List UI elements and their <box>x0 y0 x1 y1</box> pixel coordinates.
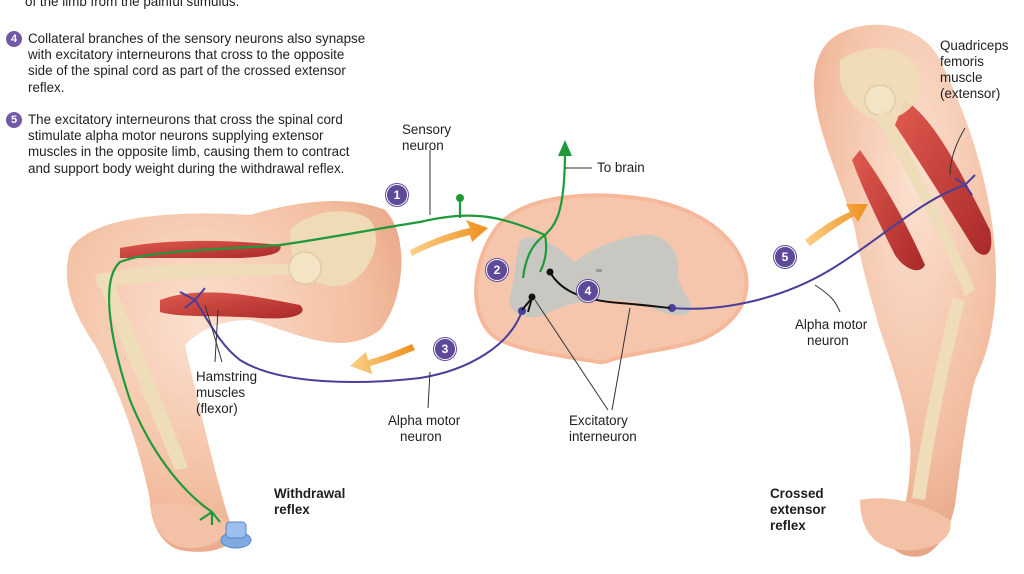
left-tibia <box>100 282 188 470</box>
note-4-badge: 4 <box>6 31 22 47</box>
spinal-cord <box>474 193 749 365</box>
right-hip-joint <box>864 84 896 116</box>
label-sensory-neuron-line1: Sensory <box>402 122 452 137</box>
label-withdrawal-reflex: Withdrawal reflex <box>274 486 345 518</box>
leader-quad <box>949 127 966 176</box>
label-quad-line1: Quadriceps <box>940 38 1009 53</box>
label-withdrawal-line1: Withdrawal <box>274 486 346 501</box>
label-amn-right-line1: Alpha motor <box>795 317 868 332</box>
sensory-receptor-fork <box>199 511 221 525</box>
label-exc-line1: Excitatory <box>569 413 628 428</box>
leader-lines <box>204 127 966 411</box>
interneuron-withdrawal-soma <box>528 293 536 301</box>
spinal-cord-gray-matter <box>509 234 691 318</box>
note-5-text: The excitatory interneurons that cross t… <box>28 112 350 176</box>
leader-amn-left <box>427 371 431 409</box>
leader-hamstring-1 <box>214 309 219 363</box>
right-quadriceps <box>895 100 992 255</box>
label-ham-line1: Hamstring <box>196 369 258 384</box>
arrow-withdrawal-direction <box>350 344 415 374</box>
label-withdrawal-line2: reflex <box>274 502 310 517</box>
right-motor-endplate <box>954 174 976 196</box>
note-top-line: of the limb from the painful stimulus. <box>25 0 240 9</box>
note-4-text: Collateral branches of the sensory neuro… <box>28 31 366 95</box>
label-ham-line3: (flexor) <box>196 401 238 416</box>
alpha-motor-neuron-left <box>194 299 523 384</box>
step-badge-1: 1 <box>386 184 408 206</box>
sensory-neuron-path <box>107 149 567 525</box>
right-leg <box>813 24 996 557</box>
sensory-to-brain <box>544 149 567 236</box>
label-crossed-extensor-reflex: Crossed extensor reflex <box>770 486 826 534</box>
right-femur <box>875 110 975 296</box>
label-excitatory-interneuron: Excitatory interneuron <box>569 413 637 445</box>
left-leg <box>66 200 402 552</box>
label-hamstring: Hamstring muscles (flexor) <box>196 369 257 417</box>
arrow-sensory-direction <box>410 220 488 256</box>
right-hamstring <box>852 150 925 271</box>
leader-amn-right <box>814 284 841 313</box>
left-femur <box>95 263 302 288</box>
label-quad-line2: femoris <box>940 54 984 69</box>
label-amn-left-line2: neuron <box>400 429 442 444</box>
label-crossed-line2: extensor <box>770 502 826 517</box>
label-crossed-line1: Crossed <box>770 486 824 501</box>
right-tibia <box>912 298 965 500</box>
sensory-axon-to-foot <box>107 214 546 513</box>
painful-stimulus-tack <box>220 521 252 549</box>
note-5-badge: 5 <box>6 112 22 128</box>
label-ham-line2: muscles <box>196 385 246 400</box>
note-step-5: 5 The excitatory interneurons that cross… <box>6 112 366 177</box>
step-badge-3: 3 <box>434 338 456 360</box>
label-quad-line3: muscle <box>940 70 983 85</box>
dorsal-root-ganglion <box>456 194 464 202</box>
label-amn-left-line1: Alpha motor <box>388 413 461 428</box>
label-sensory-neuron: Sensory neuron <box>402 122 451 154</box>
right-motor-soma <box>668 304 676 312</box>
right-foot <box>860 498 951 551</box>
label-exc-line2: interneuron <box>569 429 637 444</box>
label-quadriceps: Quadriceps femoris muscle (extensor) <box>940 38 1008 102</box>
to-brain-arrowhead <box>558 140 572 156</box>
step-badge-2: 2 <box>486 259 508 281</box>
left-motor-endplate <box>179 287 206 309</box>
left-leg-skin <box>66 200 402 552</box>
label-to-brain: To brain <box>597 160 645 175</box>
label-quad-line4: (extensor) <box>940 86 1001 101</box>
label-amn-right-line2: neuron <box>807 333 849 348</box>
arrow-crossed-direction <box>805 204 868 246</box>
alpha-motor-neuron-right <box>671 184 966 310</box>
interneuron-crossed <box>549 271 671 309</box>
interneuron-crossed-soma <box>546 268 554 276</box>
leader-hamstring-2 <box>204 304 223 363</box>
note-step-4: 4 Collateral branches of the sensory neu… <box>6 31 366 96</box>
label-sensory-neuron-line2: neuron <box>402 138 444 153</box>
leader-exc-1 <box>534 299 609 411</box>
right-pelvis <box>840 48 921 120</box>
tack-body <box>225 521 247 539</box>
label-alpha-motor-right: Alpha motor neuron <box>795 317 867 349</box>
step-badge-4: 4 <box>577 280 599 302</box>
label-alpha-motor-left: Alpha motor neuron <box>388 413 460 445</box>
step-badge-5: 5 <box>774 246 796 268</box>
leader-exc-2 <box>611 307 631 411</box>
sensory-branch-interneuron <box>539 234 548 273</box>
left-hip-joint <box>288 251 322 285</box>
central-canal <box>596 269 602 272</box>
sensory-branch-2 <box>521 234 546 279</box>
label-crossed-line3: reflex <box>770 518 806 533</box>
